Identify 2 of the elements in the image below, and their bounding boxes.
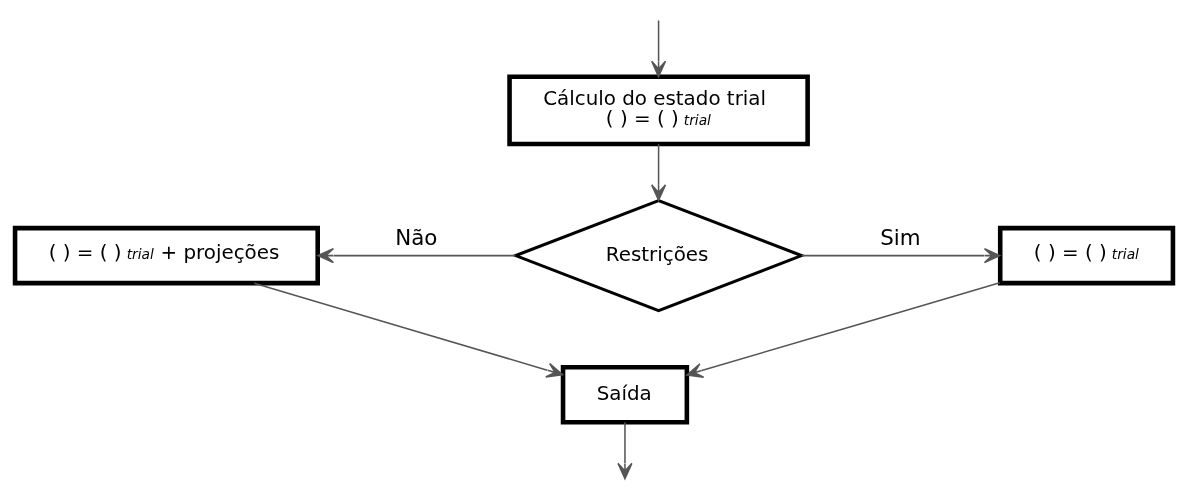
edge-label: Não	[395, 225, 438, 251]
edge-label: Sim	[880, 225, 921, 251]
